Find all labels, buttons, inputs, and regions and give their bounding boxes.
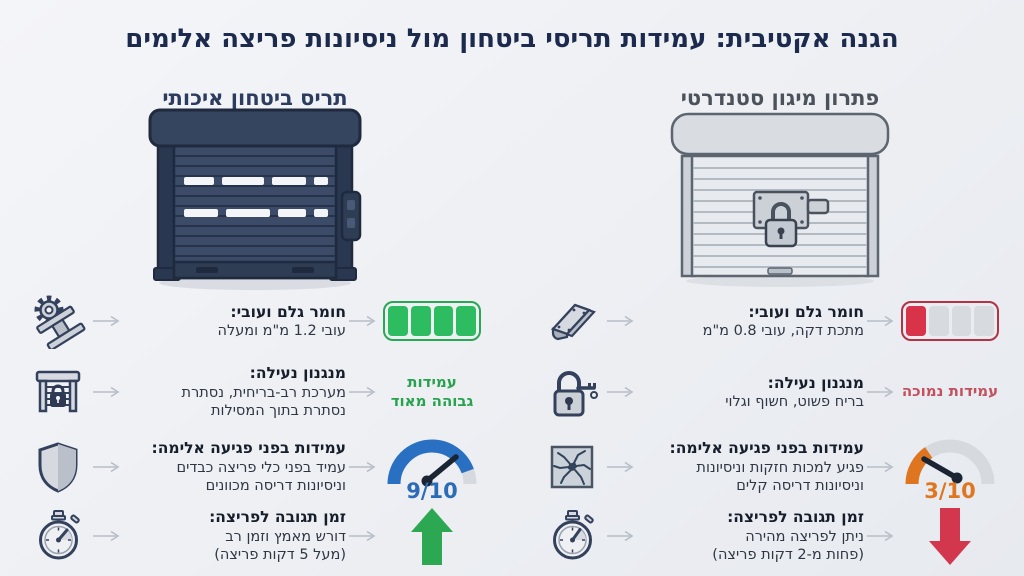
shutter-lock-icon (26, 364, 90, 420)
row-desc: בריח פשוט, חשוף וגלוי (725, 393, 864, 410)
arrow-right-icon (90, 386, 124, 398)
arrow-right-icon (346, 530, 380, 542)
gauge-high-score: 9/10 (380, 432, 484, 503)
quality-column-header: תריס ביטחון איכותי (162, 86, 348, 110)
row-desc: ניתן לפריצה מהירה (פחות מ-2 דקות פריצה) (712, 528, 864, 564)
arrow-right-icon (864, 461, 898, 473)
arrow-right-icon (864, 315, 898, 327)
arrow-right-icon (90, 315, 124, 327)
strength-meter-full (383, 301, 481, 341)
arrow-right-icon (346, 461, 380, 473)
row-title: מנגנון נעילה: (767, 373, 864, 392)
gauge-score-value: 9/10 (406, 478, 458, 503)
durability-rating-label: עמידות גבוהה מאוד (390, 372, 474, 411)
cracked-panel-icon (540, 439, 604, 495)
arrow-right-icon (90, 530, 124, 542)
row-title: עמידות בפני פגיעה אלימה: (669, 439, 865, 458)
stopwatch-icon (26, 508, 90, 564)
page-title: הגנה אקטיבית: עמידות תריסי ביטחון מול ני… (125, 24, 899, 54)
dark-security-shutter-illustration (148, 108, 362, 290)
standard-row-time: זמן תגובה לפריצה: ניתן לפריצה מהירה (פחו… (540, 502, 1002, 570)
arrow-right-icon (604, 530, 638, 542)
arrow-right-icon (604, 461, 638, 473)
arrow-right-icon (864, 386, 898, 398)
standard-column-header: פתרון מיגון סטנדרטי (680, 86, 880, 110)
gear-steel-beam-icon (26, 293, 90, 349)
durability-rating-label: עמידות נמוכה (901, 382, 999, 401)
row-title: מנגנון נעילה: (249, 364, 346, 383)
row-desc: דורש מאמץ וזמן רב (מעל 5 דקות פריצה) (214, 528, 346, 564)
row-title: זמן תגובה לפריצה: (727, 508, 864, 527)
gauge-score-value: 3/10 (924, 478, 976, 503)
row-title: זמן תגובה לפריצה: (209, 508, 346, 527)
trend-down-arrow-icon (898, 507, 1002, 565)
row-title: עמידות בפני פגיעה אלימה: (151, 439, 347, 458)
arrow-right-icon (90, 461, 124, 473)
stopwatch-icon (540, 508, 604, 564)
row-desc: עמיד בפני כלי פריצה כבדים וניסיונות דריס… (176, 459, 346, 495)
quality-row-material: חומר גלם ועובי: עובי 1.2 מ"מ ומעלה (26, 288, 484, 354)
row-desc: פגיע למכות חזקות וניסיונות וניסיונות דרי… (696, 459, 864, 495)
standard-row-lock: מנגנון נעילה: בריח פשוט, חשוף וגלוי עמיד… (540, 356, 1002, 428)
shield-icon (26, 439, 90, 495)
standard-row-impact: עמידות בפני פגיעה אלימה: פגיע למכות חזקו… (540, 427, 1002, 507)
arrow-right-icon (604, 386, 638, 398)
trend-up-arrow-icon (380, 507, 484, 565)
quality-row-impact: עמידות בפני פגיעה אלימה: עמיד בפני כלי פ… (26, 427, 484, 507)
standard-row-material: חומר גלם ועובי: מתכת דקה, עובי 0.8 מ"מ (540, 288, 1002, 354)
arrow-right-icon (346, 386, 380, 398)
quality-row-lock: מנגנון נעילה: מערכת רב-בריחית, נסתרת נסת… (26, 356, 484, 428)
row-desc: עובי 1.2 מ"מ ומעלה (217, 322, 346, 339)
arrow-right-icon (604, 315, 638, 327)
gauge-low-score: 3/10 (898, 432, 1002, 503)
arrow-right-icon (864, 530, 898, 542)
row-desc: מתכת דקה, עובי 0.8 מ"מ (702, 322, 864, 339)
metal-sheet-icon (540, 293, 604, 349)
row-title: חומר גלם ועובי: (230, 302, 346, 321)
strength-meter-low (901, 301, 999, 341)
padlock-key-icon (540, 364, 604, 420)
quality-row-time: זמן תגובה לפריצה: דורש מאמץ וזמן רב (מעל… (26, 502, 484, 570)
light-standard-shutter-illustration (670, 112, 890, 287)
arrow-right-icon (346, 315, 380, 327)
row-desc: מערכת רב-בריחית, נסתרת נסתרת בתוך המסילו… (181, 384, 346, 420)
row-title: חומר גלם ועובי: (748, 302, 864, 321)
